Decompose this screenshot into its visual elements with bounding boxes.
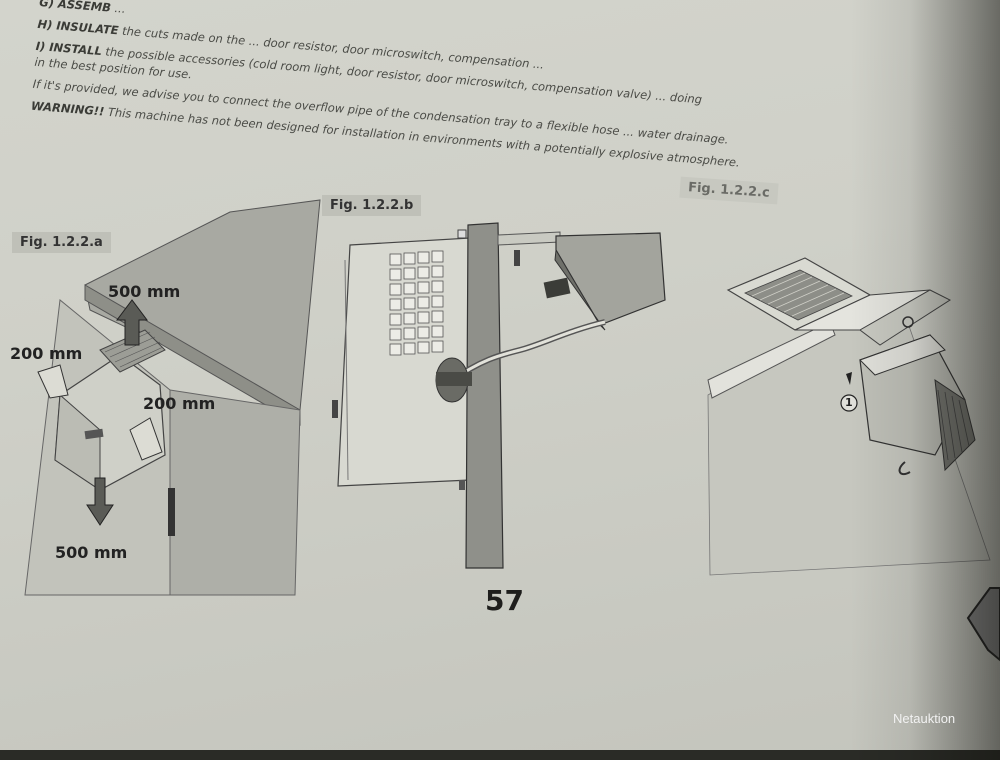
fig-a-label: Fig. 1.2.2.a: [12, 232, 111, 253]
page-shadow-edge: [850, 0, 1000, 760]
fig-a-drawing: [24, 199, 321, 596]
fig-c-callout-number: 1: [845, 396, 853, 409]
page-number: 57: [485, 584, 524, 617]
dim-top-clearance: 500 mm: [108, 282, 181, 301]
dim-bottom-clearance: 500 mm: [55, 543, 128, 562]
dim-right-clearance: 200 mm: [143, 394, 216, 413]
fig-b-grille: [389, 250, 444, 356]
watermark: Netauktion: [893, 711, 956, 726]
dim-left-clearance: 200 mm: [10, 344, 83, 363]
fig-b-drawing: [332, 222, 666, 569]
fig-b-label: Fig. 1.2.2.b: [322, 195, 422, 216]
